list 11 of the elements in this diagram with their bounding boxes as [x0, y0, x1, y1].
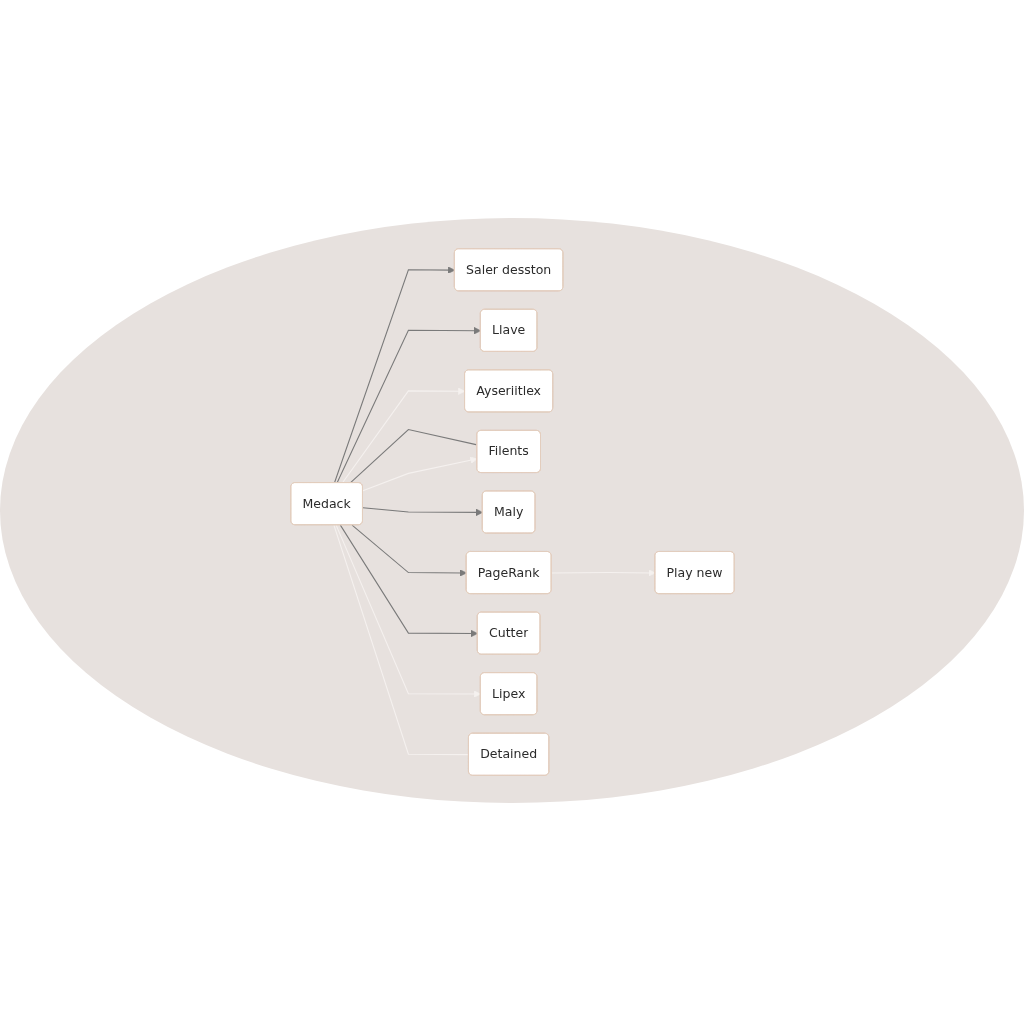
- arrow: [335, 327, 481, 484]
- arrow: [339, 524, 478, 638]
- arrow: [333, 266, 455, 484]
- arrow: [335, 524, 481, 698]
- arrow: [341, 387, 465, 484]
- arrow: [550, 569, 656, 577]
- connector: [332, 524, 469, 756]
- connector: [349, 428, 478, 484]
- arrow: [361, 507, 483, 517]
- arrow: [351, 524, 467, 577]
- arrow: [361, 456, 477, 492]
